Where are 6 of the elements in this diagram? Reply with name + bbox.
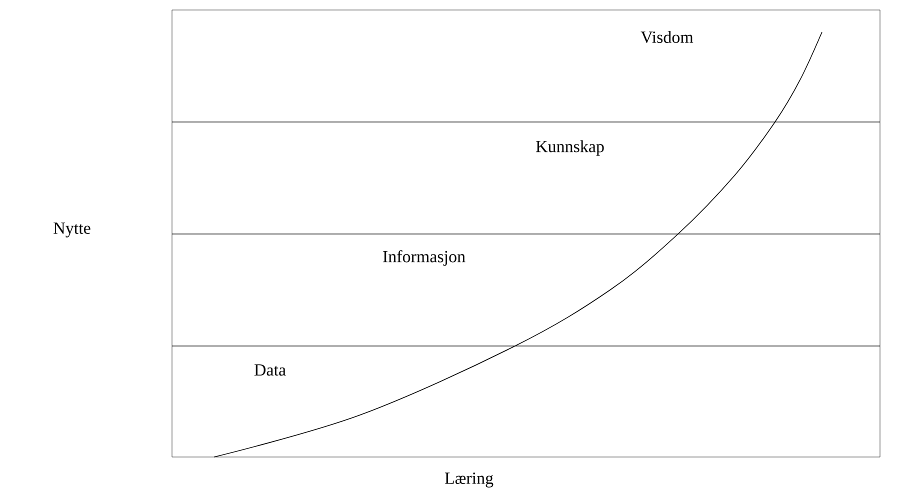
- band: Visdom: [172, 10, 880, 122]
- axis-label: Læring: [444, 472, 494, 488]
- band: Kunnskap: [172, 122, 880, 234]
- band: Informasjon: [172, 234, 880, 346]
- band: Data: [172, 346, 880, 458]
- axis-label: Nytte: [54, 222, 90, 238]
